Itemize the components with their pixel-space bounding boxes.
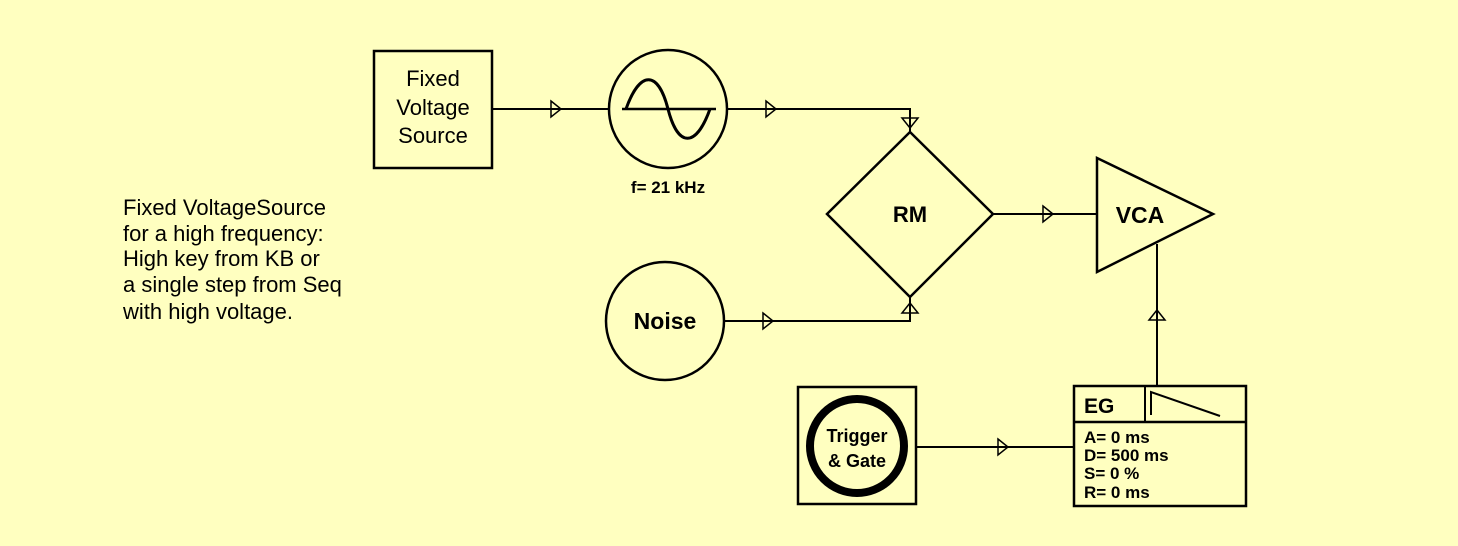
note-line: High key from KB or — [123, 246, 320, 271]
fixed-voltage-source-label: Voltage — [396, 95, 469, 120]
arrow-right-icon — [762, 311, 775, 331]
vca-label: VCA — [1116, 202, 1165, 228]
oscillator-block: f= 21 kHz — [607, 48, 729, 197]
arrow-right-icon — [765, 99, 778, 119]
arrow-up-icon — [900, 301, 920, 314]
noise-block: Noise — [604, 260, 726, 382]
trigger-gate-label: Trigger — [826, 426, 887, 446]
note-line: for a high frequency: — [123, 221, 324, 246]
arrow-right-icon — [1042, 204, 1055, 224]
trigger-gate-box — [796, 385, 918, 506]
trigger-gate-ring — [806, 395, 908, 497]
arrow-right-icon — [997, 437, 1010, 457]
wire-osc-to-rm — [727, 108, 911, 132]
fixed-voltage-source-label: Fixed — [406, 66, 460, 91]
oscillator-frequency-label: f= 21 kHz — [631, 178, 705, 197]
arrow-up-icon — [1147, 308, 1167, 321]
envelope-param-sustain: S= 0 % — [1084, 464, 1139, 483]
note-line: a single step from Seq — [123, 272, 342, 297]
vca-block: VCA — [1095, 156, 1216, 275]
arrowheads — [550, 99, 1167, 457]
connections — [492, 108, 1158, 448]
ring-modulator-label: RM — [893, 202, 927, 227]
description-note: Fixed VoltageSource for a high frequency… — [122, 195, 342, 324]
trigger-gate-block: Trigger & Gate — [796, 385, 918, 506]
wire-noise-to-rm — [724, 297, 911, 322]
sine-wave-icon — [622, 78, 716, 140]
envelope-param-release: R= 0 ms — [1084, 483, 1150, 502]
arrow-right-icon — [550, 99, 563, 119]
fixed-voltage-source-block: Fixed Voltage Source — [372, 49, 494, 170]
envelope-param-decay: D= 500 ms — [1084, 446, 1169, 465]
envelope-param-attack: A= 0 ms — [1084, 428, 1150, 447]
trigger-gate-label: & Gate — [828, 451, 886, 471]
decay-envelope-icon — [1150, 390, 1221, 417]
envelope-title: EG — [1084, 395, 1114, 418]
note-line: with high voltage. — [122, 299, 293, 324]
arrow-down-icon — [900, 117, 920, 130]
ring-modulator-block: RM — [825, 130, 995, 299]
note-line: Fixed VoltageSource — [123, 195, 326, 220]
envelope-generator-block: EG A= 0 ms D= 500 ms S= 0 % R= 0 ms — [1072, 384, 1248, 508]
fixed-voltage-source-label: Source — [398, 123, 468, 148]
noise-label: Noise — [634, 308, 697, 334]
